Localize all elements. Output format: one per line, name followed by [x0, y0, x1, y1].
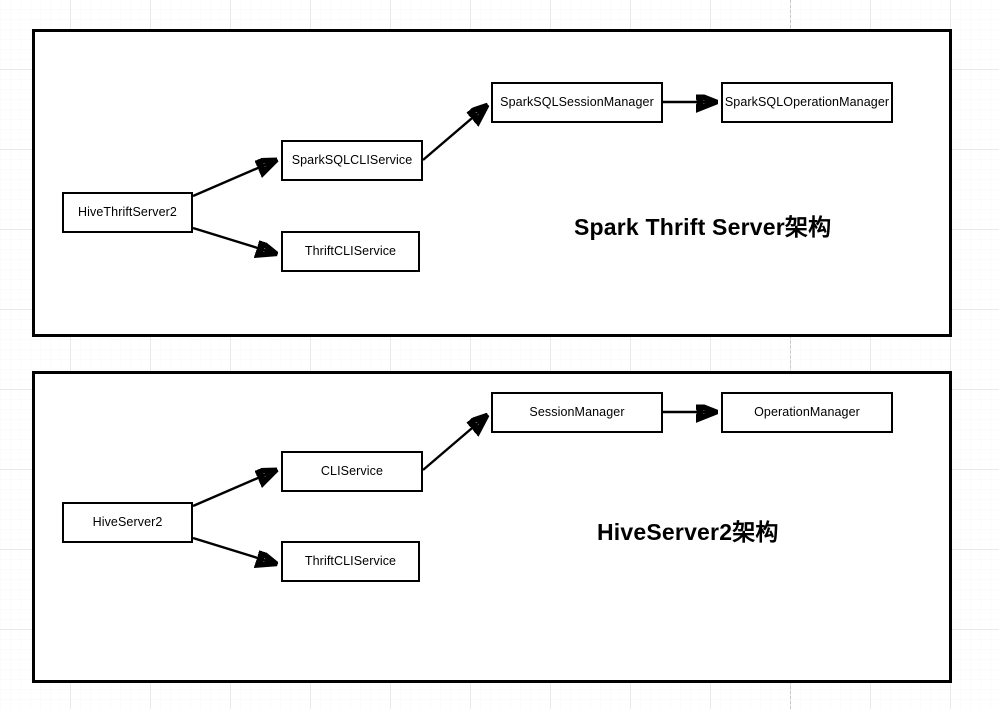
node-spark-sql-cli-service[interactable]: SparkSQLCLIService: [281, 140, 423, 181]
node-label-spark-sql-operation-manager: SparkSQLOperationManager: [724, 94, 890, 109]
node-label-operation-manager: OperationManager: [754, 404, 860, 419]
node-spark-sql-operation-manager[interactable]: SparkSQLOperationManager: [721, 82, 893, 123]
node-label-spark-sql-session-manager: SparkSQLSessionManager: [500, 94, 654, 109]
node-label-spark-sql-cli-service: SparkSQLCLIService: [291, 152, 413, 167]
node-label-session-manager: SessionManager: [529, 404, 625, 419]
panel-title-hiveserver2-panel: HiveServer2架构: [597, 519, 779, 545]
node-hive-server2[interactable]: HiveServer2: [62, 502, 193, 543]
panel-title-spark-thrift-server-panel: Spark Thrift Server架构: [574, 214, 832, 240]
node-thrift-cli-service-top[interactable]: ThriftCLIService: [281, 231, 420, 272]
node-operation-manager[interactable]: OperationManager: [721, 392, 893, 433]
node-spark-sql-session-manager[interactable]: SparkSQLSessionManager: [491, 82, 663, 123]
node-session-manager[interactable]: SessionManager: [491, 392, 663, 433]
node-cli-service[interactable]: CLIService: [281, 451, 423, 492]
node-thrift-cli-service-bottom[interactable]: ThriftCLIService: [281, 541, 420, 582]
page-break-vertical: [790, 0, 791, 709]
node-label-thrift-cli-service-bottom: ThriftCLIService: [304, 553, 397, 568]
node-hive-thrift-server2[interactable]: HiveThriftServer2: [62, 192, 193, 233]
node-label-thrift-cli-service-top: ThriftCLIService: [304, 243, 397, 258]
node-label-hive-thrift-server2: HiveThriftServer2: [78, 204, 177, 219]
panel-spark-thrift-server-panel: [32, 29, 952, 337]
node-label-cli-service: CLIService: [320, 463, 384, 478]
node-label-hive-server2: HiveServer2: [92, 514, 163, 529]
